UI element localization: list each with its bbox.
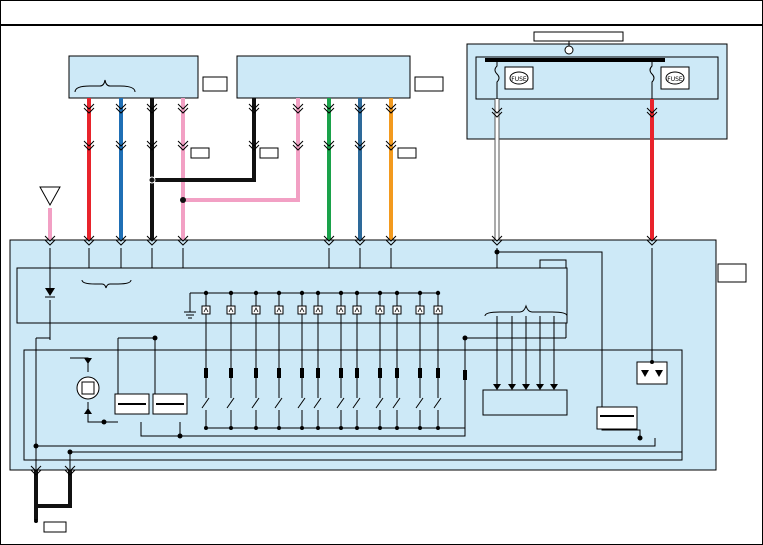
ground-wire [34,470,72,508]
driver-ic [482,389,568,416]
wire-pink-2 [183,98,300,202]
junction-dots [33,249,643,455]
driver-brace [484,304,568,317]
switch-column [297,290,307,430]
upper-left-component [68,55,199,99]
fuse-right-label: FUSE [667,76,683,83]
fuse-right-tag [660,66,690,90]
connector-tag-mid [259,147,279,159]
fuse-left-element [494,60,500,99]
module-logic-box [16,267,568,324]
switch-column [352,290,362,430]
switch-column [415,290,425,430]
led-pair [636,361,668,385]
connector-tag-right [397,147,417,159]
connector-tag-upper-left [202,76,228,92]
switch-array [201,290,467,430]
connector-pin-marks [44,103,658,246]
wire-group [48,98,654,240]
switch-column [433,290,443,430]
fuse-left-label: FUSE [511,76,527,83]
diode-icon [45,288,55,296]
switch-column [336,290,346,430]
main-module-panel [9,239,717,471]
antenna-icon [39,186,61,207]
wire-black-2 [152,98,256,182]
connector-tag-main-module [717,263,747,283]
resistor-icon [463,370,467,380]
connector-tag-upper-mid [414,76,444,92]
switch-column [392,290,402,430]
driver-lines [483,316,555,388]
relay-3 [596,406,638,430]
switch-column [375,290,385,430]
switch-column [313,290,323,430]
ground-tag [43,521,67,533]
switch-column [226,290,236,430]
upper-mid-component [236,55,411,99]
switch-column [251,290,261,430]
connector-tag-left [190,147,210,159]
upper-left-brace [74,79,136,93]
motor-icon [76,376,100,400]
fuse-box-label-tag [533,31,624,42]
fuse-box-terminal [564,45,574,55]
switch-column [201,290,211,430]
fuse-left-tag [504,66,534,90]
switch-column [274,290,284,430]
fuse-right-element [649,60,655,99]
ground-point [34,519,38,523]
module-driver-box [23,349,683,461]
ground-pin-marks [30,465,76,476]
